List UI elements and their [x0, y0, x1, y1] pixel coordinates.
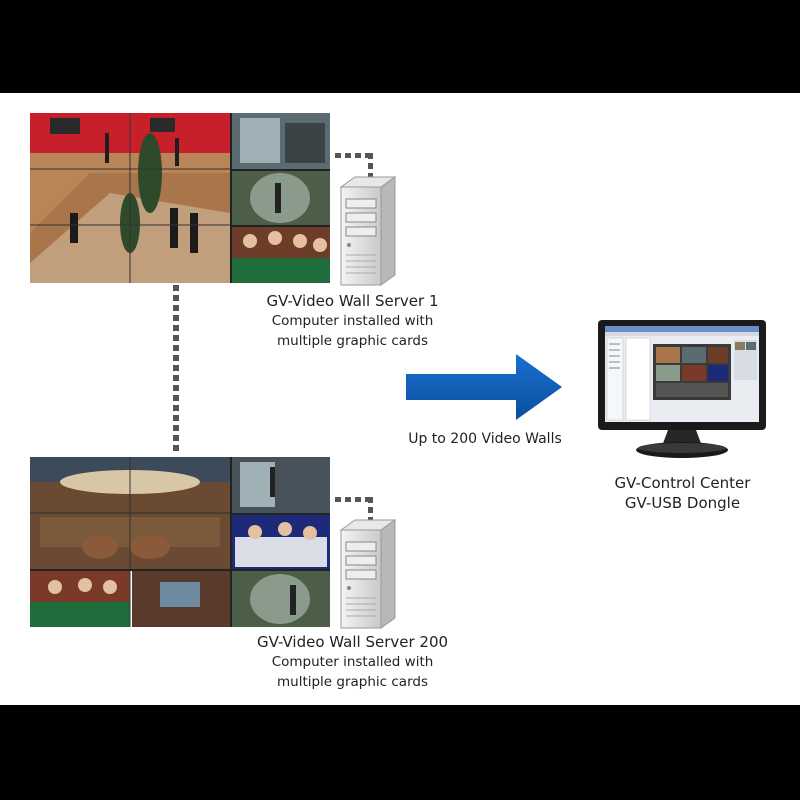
server-1-title: GV-Video Wall Server 1	[266, 292, 439, 310]
wall-connector-dotted-line	[173, 285, 179, 455]
video-wall-top	[30, 113, 330, 283]
video-wall-bottom	[30, 457, 330, 627]
usb-dongle-title: GV-USB Dongle	[624, 494, 741, 512]
server-200-desc-line2: multiple graphic cards	[276, 674, 428, 690]
control-center-title: GV-Control Center	[614, 474, 751, 492]
server-1-desc-line2: multiple graphic cards	[276, 333, 428, 349]
server-1-connector-horizontal	[335, 153, 373, 158]
server-200-connector-vertical	[368, 497, 373, 523]
server-200-connector-horizontal	[335, 497, 373, 502]
right-arrow-icon	[406, 354, 562, 420]
server-1-desc-line1: Computer installed with	[271, 313, 434, 329]
server-1-label: GV-Video Wall Server 1 Computer installe…	[240, 291, 465, 351]
control-center-label: GV-Control Center GV-USB Dongle	[580, 473, 785, 513]
server-1-connector-vertical	[368, 153, 373, 181]
server-200-title: GV-Video Wall Server 200	[256, 633, 449, 651]
server-200-icon	[339, 519, 397, 629]
arrow-label: Up to 200 Video Walls	[408, 431, 562, 447]
server-1-icon	[339, 176, 397, 286]
diagram-panel: GV-Video Wall Server 1 Computer installe…	[0, 93, 800, 705]
server-200-desc-line1: Computer installed with	[271, 654, 434, 670]
monitor-icon	[598, 320, 766, 458]
server-200-label: GV-Video Wall Server 200 Computer instal…	[240, 632, 465, 692]
